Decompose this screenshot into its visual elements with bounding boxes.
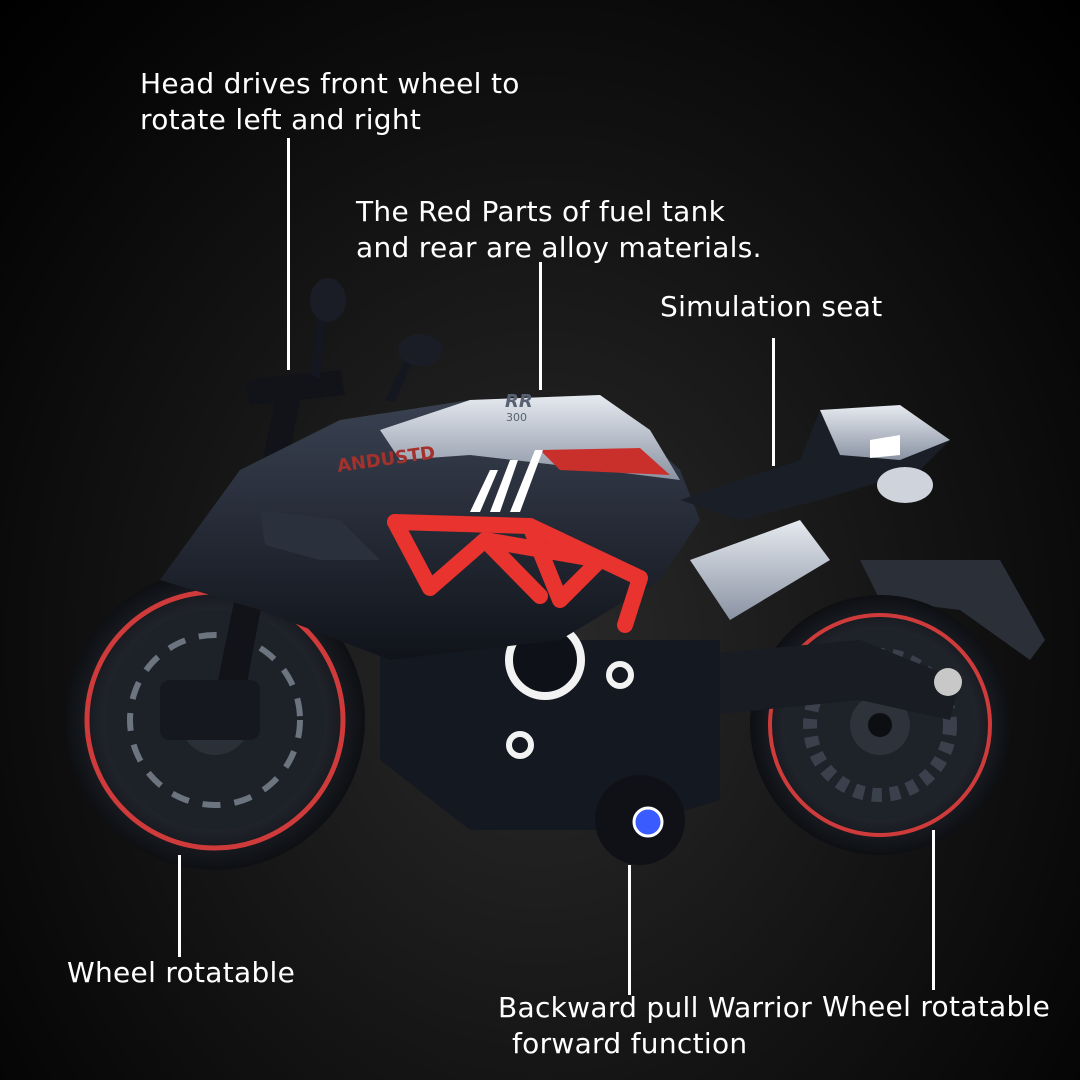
leader-line-tank <box>539 262 542 390</box>
callout-head: Head drives front wheel to rotate left a… <box>140 66 520 138</box>
pullback-button <box>632 806 664 838</box>
headlight <box>260 510 380 560</box>
callout-seat: Simulation seat <box>660 289 883 325</box>
rear-wheel <box>750 595 1010 855</box>
handlebar <box>245 370 345 405</box>
leader-line-head <box>287 138 290 370</box>
rear-side-panel <box>690 520 830 620</box>
callout-seat-text: Simulation seat <box>660 290 883 323</box>
axle-bolt <box>934 668 962 696</box>
leader-line-front-wheel <box>178 855 181 957</box>
tail-cowl <box>820 405 950 460</box>
brake-caliper <box>160 680 260 740</box>
callout-pullback-line1: Backward pull Warrior <box>498 991 813 1024</box>
left-mirror <box>310 278 346 322</box>
callout-tank: The Red Parts of fuel tank and rear are … <box>356 194 762 266</box>
callout-rear-wheel-text: Wheel rotatable <box>822 990 1051 1023</box>
callout-head-line2: rotate left and right <box>140 103 422 136</box>
red-trellis-frame <box>387 514 648 633</box>
model-decal: RR <box>505 391 533 412</box>
leader-line-rear-wheel <box>932 830 935 990</box>
leader-line-seat <box>772 338 775 466</box>
callout-rear-wheel: Wheel rotatable <box>822 989 1050 1025</box>
callout-pullback: Backward pull Warrior forward function <box>498 990 812 1062</box>
tank-red-stripe <box>540 448 670 475</box>
exhaust <box>877 467 933 503</box>
callout-head-line1: Head drives front wheel to <box>140 67 520 100</box>
right-mirror <box>398 334 442 366</box>
callout-front-wheel-text: Wheel rotatable <box>67 956 296 989</box>
callout-pullback-line2: forward function <box>512 1027 748 1060</box>
callout-tank-line1: The Red Parts of fuel tank <box>356 195 726 228</box>
callout-front-wheel: Wheel rotatable <box>67 955 295 991</box>
rear-fender <box>860 560 1045 660</box>
leader-line-pullback <box>628 865 631 995</box>
model-number-decal: 300 <box>506 411 527 424</box>
callout-tank-line2: and rear are alloy materials. <box>356 231 762 264</box>
